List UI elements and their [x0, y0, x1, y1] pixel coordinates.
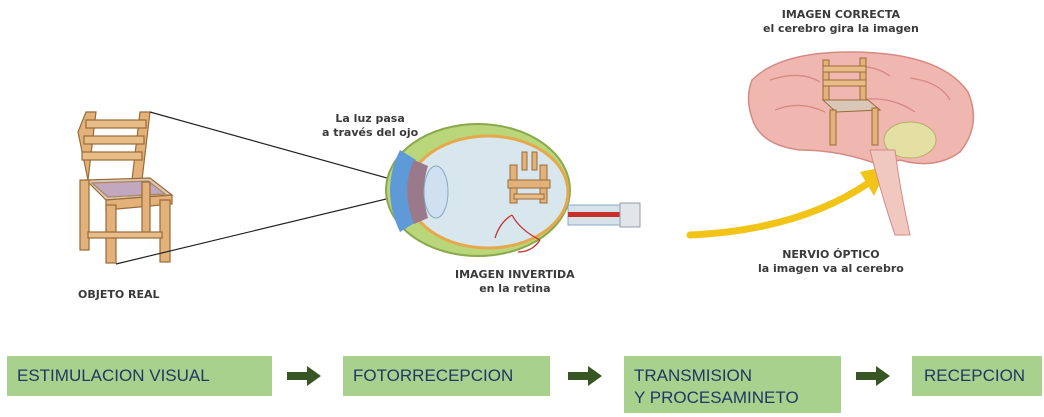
label-light-line1: La luz pasa — [335, 112, 405, 125]
label-objeto-real-text: OBJETO REAL — [78, 288, 160, 301]
label-light-line2: a través del ojo — [322, 126, 419, 139]
label-correct-line1: IMAGEN CORRECTA — [781, 8, 901, 21]
step-transmision-procesamiento: TRANSMISION Y PROCESAMINETO — [624, 356, 841, 413]
label-light-passes: La luz pasa a través del ojo — [322, 112, 418, 140]
step-2-label: FOTORRECEPCION — [353, 366, 514, 385]
vision-illustration — [77, 51, 975, 265]
label-inverted-line1: IMAGEN INVERTIDA — [455, 268, 575, 281]
step-3-line1: TRANSMISION — [634, 366, 753, 385]
step-recepcion: RECEPCION — [912, 356, 1042, 396]
curved-arrow — [686, 178, 874, 239]
right-arrow-icon — [287, 366, 321, 386]
eye-cross-section — [385, 123, 641, 257]
label-inverted-line2: en la retina — [479, 282, 551, 295]
right-arrow-icon — [856, 366, 890, 386]
brain-illustration — [747, 51, 975, 236]
step-3-line2: Y PROCESAMINETO — [634, 388, 799, 407]
label-nerve-line1: NERVIO ÓPTICO — [782, 248, 880, 261]
label-objeto-real: OBJETO REAL — [78, 288, 160, 302]
right-arrow-icon — [568, 366, 602, 386]
real-chair-illustration — [77, 111, 174, 264]
step-4-label: RECEPCION — [924, 366, 1026, 385]
step-fotorrecepcion: FOTORRECEPCION — [343, 356, 550, 396]
step-1-label: ESTIMULACION VISUAL — [17, 366, 210, 385]
step-estimulacion-visual: ESTIMULACION VISUAL — [7, 356, 272, 396]
label-inverted-image: IMAGEN INVERTIDA en la retina — [455, 268, 575, 296]
label-nerve-line2: la imagen va al cerebro — [758, 262, 904, 275]
label-correct-image: IMAGEN CORRECTA el cerebro gira la image… — [763, 8, 919, 36]
label-correct-line2: el cerebro gira la imagen — [763, 22, 919, 35]
label-optic-nerve: NERVIO ÓPTICO la imagen va al cerebro — [758, 248, 904, 276]
